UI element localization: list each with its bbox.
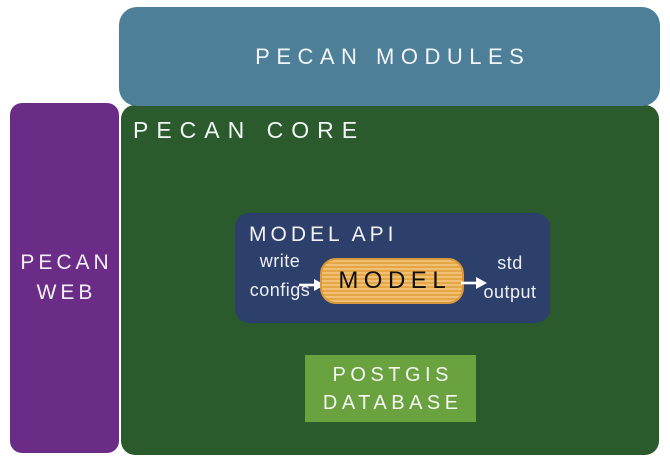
pecan-web-line2: WEB — [36, 281, 97, 304]
std-output-label: std output — [475, 249, 545, 307]
postgis-database-line2: DATABASE — [322, 391, 463, 414]
std-output-line1: std — [497, 253, 523, 273]
std-output-arrow-icon — [461, 277, 487, 289]
model-api-box: MODEL API write configs MODEL std output — [235, 213, 550, 323]
write-configs-arrow-icon — [299, 279, 325, 291]
write-configs-label: write configs — [245, 247, 315, 305]
model-api-label: MODEL API — [249, 223, 398, 246]
write-configs-line2: configs — [249, 280, 311, 300]
pecan-web-line1: PECAN — [20, 251, 113, 274]
pecan-modules-label: PECAN MODULES — [255, 43, 531, 69]
model-label: MODEL — [338, 267, 452, 294]
write-configs-line1: write — [259, 251, 301, 271]
pecan-modules-box: PECAN MODULES — [119, 7, 660, 106]
postgis-database-line1: POSTGIS — [332, 363, 453, 386]
postgis-database-box: POSTGIS DATABASE — [305, 355, 476, 422]
model-box: MODEL — [320, 258, 464, 304]
pecan-core-box: PECAN CORE MODEL API write configs MODEL… — [121, 105, 659, 455]
std-output-line2: output — [483, 282, 537, 302]
pecan-web-box: PECAN WEB — [10, 103, 119, 453]
pecan-core-label: PECAN CORE — [133, 117, 366, 143]
